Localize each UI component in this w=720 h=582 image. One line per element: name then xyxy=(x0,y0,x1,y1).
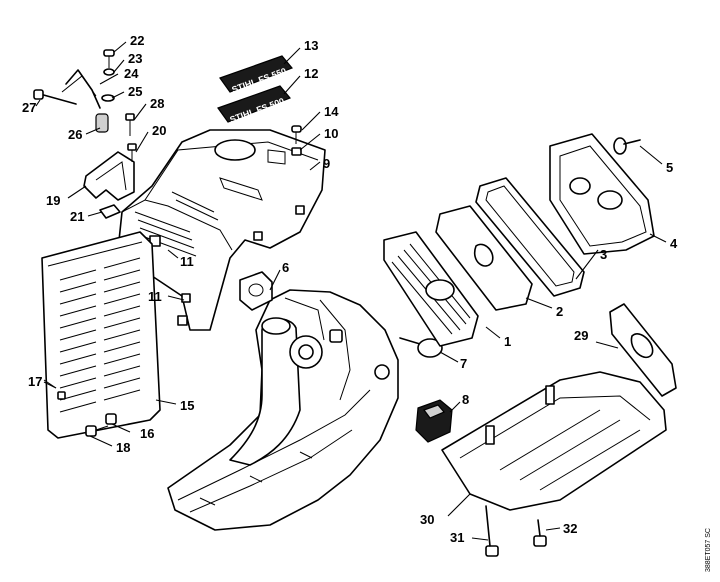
callout-25: 25 xyxy=(128,84,142,99)
grommet xyxy=(239,271,273,311)
decal-12: STIHL FS 500 xyxy=(217,85,291,125)
callout-15: 15 xyxy=(180,398,194,413)
callout-7: 7 xyxy=(460,356,467,371)
engine-housing xyxy=(167,289,399,531)
callout-9: 9 xyxy=(323,156,330,171)
screw-32 xyxy=(533,519,547,547)
callout-5: 5 xyxy=(666,160,673,175)
callout-18: 18 xyxy=(116,440,130,455)
screw-22 xyxy=(103,49,115,68)
callout-10: 10 xyxy=(324,126,338,141)
callout-6: 6 xyxy=(282,260,289,275)
tray-30 xyxy=(441,371,667,511)
filter-base-1 xyxy=(383,231,479,347)
filter-pad-29 xyxy=(609,303,677,397)
screw-27 xyxy=(33,89,77,105)
callout-28: 28 xyxy=(150,96,164,111)
callout-32: 32 xyxy=(563,521,577,536)
callout-23: 23 xyxy=(128,51,142,66)
sleeve-26 xyxy=(95,113,109,133)
screw-28 xyxy=(125,113,135,136)
seal-frame-3 xyxy=(475,177,585,297)
callout-11-upper: 11 xyxy=(180,254,194,269)
screw-5 xyxy=(613,137,641,155)
callout-30: 30 xyxy=(420,512,434,527)
callout-13: 13 xyxy=(304,38,318,53)
square-nut xyxy=(99,204,121,219)
callout-1: 1 xyxy=(504,334,511,349)
bracket xyxy=(83,151,135,201)
callout-numbers: 1 2 3 4 5 6 7 8 9 10 11 11 12 13 14 15 1… xyxy=(22,33,678,545)
nut-10 xyxy=(291,147,302,156)
wire-clip-24 xyxy=(61,69,101,109)
callout-16: 16 xyxy=(140,426,154,441)
callout-2: 2 xyxy=(556,304,563,319)
callout-26: 26 xyxy=(68,127,82,142)
screw-31 xyxy=(485,505,499,557)
drawing-code: 388ET057 SC xyxy=(705,528,712,572)
washer-23 xyxy=(103,68,115,76)
screw-16 xyxy=(105,413,117,425)
callout-22: 22 xyxy=(130,33,144,48)
leader-lines xyxy=(35,41,667,541)
callout-12: 12 xyxy=(304,66,318,81)
callout-11-lower: 11 xyxy=(148,289,162,304)
callout-24: 24 xyxy=(124,66,139,81)
screw-20 xyxy=(127,143,137,162)
callout-27: 27 xyxy=(22,100,36,115)
side-grill xyxy=(41,231,161,439)
callout-19: 19 xyxy=(46,193,60,208)
screw-14 xyxy=(291,125,302,144)
washer-25 xyxy=(101,94,115,102)
gasket-plate-2 xyxy=(435,205,533,311)
callout-29: 29 xyxy=(574,328,588,343)
callout-17: 17 xyxy=(28,374,42,389)
screw-18 xyxy=(85,425,109,437)
callout-3: 3 xyxy=(600,247,607,262)
callout-21: 21 xyxy=(70,209,84,224)
callout-4: 4 xyxy=(670,236,678,251)
callout-20: 20 xyxy=(152,123,166,138)
callout-31: 31 xyxy=(450,530,464,545)
choke-knob xyxy=(399,337,443,358)
grill-slots xyxy=(59,257,141,413)
callout-8: 8 xyxy=(462,392,469,407)
filter-cover-4 xyxy=(549,133,655,255)
switch xyxy=(415,399,453,443)
callout-14: 14 xyxy=(324,104,339,119)
